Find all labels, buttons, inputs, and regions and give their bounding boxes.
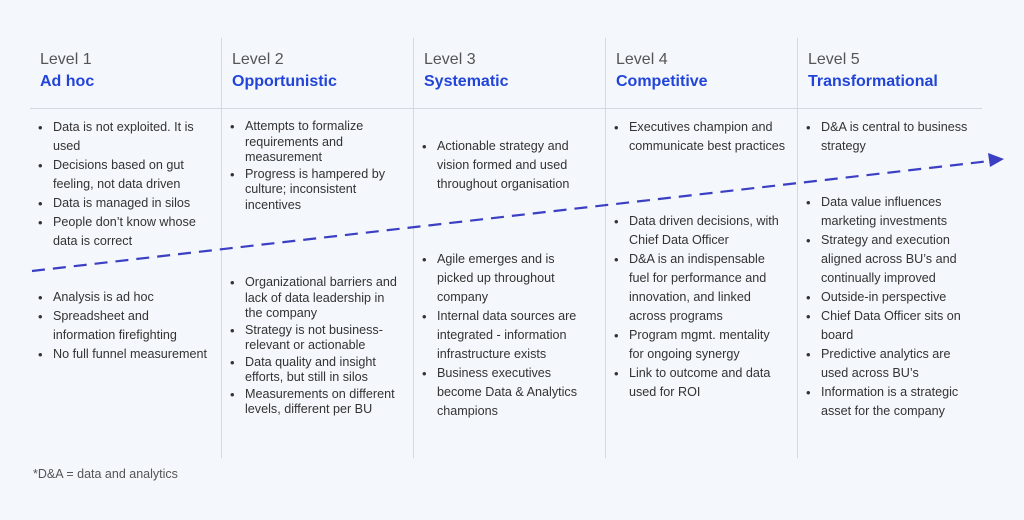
level-2-number: Level 2 xyxy=(232,51,284,68)
list-item: Data quality and insight efforts, but st… xyxy=(230,355,402,386)
level-2-name: Opportunistic xyxy=(232,73,337,90)
level-5-bottom-list: Data value influences marketing investme… xyxy=(806,193,978,421)
list-item: Information is a strategic asset for the… xyxy=(806,383,978,421)
list-item: Actionable strategy and vision formed an… xyxy=(422,137,594,194)
list-item: Chief Data Officer sits on board xyxy=(806,307,978,345)
list-item: No full funnel measurement xyxy=(38,345,210,364)
list-item: Predictive analytics are used across BU’… xyxy=(806,345,978,383)
list-item: Analysis is ad hoc xyxy=(38,288,210,307)
list-item: Strategy and execution aligned across BU… xyxy=(806,231,978,288)
list-item: Data is managed in silos xyxy=(38,194,210,213)
list-item: Measurements on different levels, differ… xyxy=(230,387,402,418)
level-2-bottom-list: Organizational barriers and lack of data… xyxy=(230,275,402,419)
list-item: People don’t know whose data is correct xyxy=(38,213,210,251)
list-item: Program mgmt. mentality for ongoing syne… xyxy=(614,326,786,364)
list-item: Agile emerges and is picked up throughou… xyxy=(422,250,594,307)
level-2-top-list: Attempts to formalize requirements and m… xyxy=(230,119,402,214)
level-4-name: Competitive xyxy=(616,73,708,90)
list-item: Executives champion and communicate best… xyxy=(614,118,786,156)
list-item: D&A is central to business strategy xyxy=(806,118,978,156)
footnote: *D&A = data and analytics xyxy=(33,467,178,481)
list-item: Spreadsheet and information firefighting xyxy=(38,307,210,345)
list-item: Progress is hampered by culture; inconsi… xyxy=(230,167,402,214)
level-1-top-list: Data is not exploited. It is used Decisi… xyxy=(38,118,210,251)
list-item: Strategy is not business-relevant or act… xyxy=(230,323,402,354)
list-item: Data is not exploited. It is used xyxy=(38,118,210,156)
list-item: Link to outcome and data used for ROI xyxy=(614,364,786,402)
list-item: Data driven decisions, with Chief Data O… xyxy=(614,212,786,250)
level-3-number: Level 3 xyxy=(424,51,476,68)
list-item: Data value influences marketing investme… xyxy=(806,193,978,231)
level-3-name: Systematic xyxy=(424,73,509,90)
list-item: Outside-in perspective xyxy=(806,288,978,307)
level-5-name: Transformational xyxy=(808,73,938,90)
header-divider xyxy=(30,108,982,109)
level-4-top-list: Executives champion and communicate best… xyxy=(614,118,786,156)
level-4-bottom-list: Data driven decisions, with Chief Data O… xyxy=(614,212,786,402)
column-divider xyxy=(413,38,414,458)
list-item: Organizational barriers and lack of data… xyxy=(230,275,402,322)
list-item: Attempts to formalize requirements and m… xyxy=(230,119,402,166)
level-5-number: Level 5 xyxy=(808,51,860,68)
list-item: Business executives become Data & Analyt… xyxy=(422,364,594,421)
level-3-top-list: Actionable strategy and vision formed an… xyxy=(422,137,594,194)
list-item: Decisions based on gut feeling, not data… xyxy=(38,156,210,194)
column-divider xyxy=(797,38,798,458)
level-1-bottom-list: Analysis is ad hoc Spreadsheet and infor… xyxy=(38,288,210,364)
column-divider xyxy=(221,38,222,458)
level-5-top-list: D&A is central to business strategy xyxy=(806,118,978,156)
list-item: Internal data sources are integrated - i… xyxy=(422,307,594,364)
level-4-number: Level 4 xyxy=(616,51,668,68)
column-divider xyxy=(605,38,606,458)
level-1-number: Level 1 xyxy=(40,51,92,68)
list-item: D&A is an indispensable fuel for perform… xyxy=(614,250,786,326)
level-1-name: Ad hoc xyxy=(40,73,95,90)
level-3-bottom-list: Agile emerges and is picked up throughou… xyxy=(422,250,594,421)
